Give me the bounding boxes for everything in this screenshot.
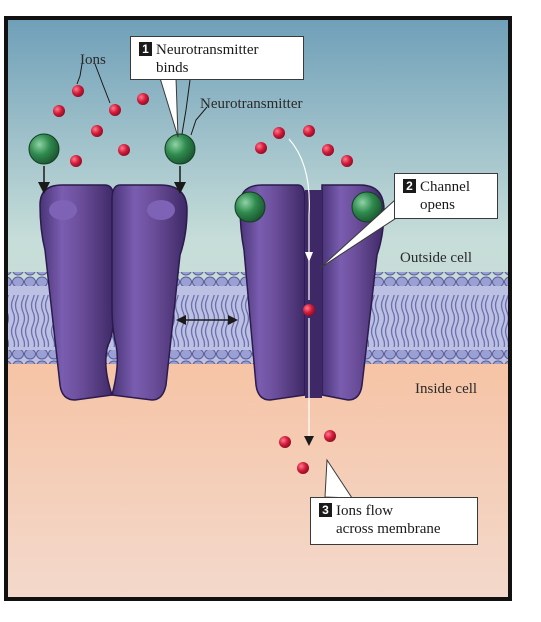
neurotransmitter-molecule (28, 133, 60, 165)
ions-label: Ions (80, 52, 106, 68)
ion (322, 144, 334, 156)
ion (118, 144, 130, 156)
inside-cell-label: Inside cell (415, 381, 478, 397)
ion (324, 430, 336, 442)
neurotransmitter-label: Neurotransmitter (200, 96, 303, 112)
callout-ions-flow: 3 Ions flow across membrane (310, 497, 478, 545)
callout-line-2: binds (156, 60, 189, 76)
step-number: 3 (319, 503, 332, 517)
callout-line-1: Neurotransmitter (156, 42, 259, 58)
ion (341, 155, 353, 167)
open-channel (239, 184, 385, 401)
ion (273, 127, 285, 139)
ion (297, 462, 309, 474)
ion (303, 125, 315, 137)
step-number: 1 (139, 42, 152, 56)
ion (279, 436, 291, 448)
binding-arrows (38, 166, 186, 194)
neurotransmitter-molecule (164, 133, 196, 165)
step-number: 2 (403, 179, 416, 193)
callout-line-2: across membrane (336, 521, 441, 537)
callout-line-2: opens (420, 197, 455, 213)
callout-line-1: Channel (420, 179, 470, 195)
ion (137, 93, 149, 105)
ion (91, 125, 103, 137)
neurotransmitter-molecule (234, 191, 266, 223)
ion (303, 304, 315, 316)
neurotransmitter-molecules (28, 133, 383, 223)
callout-neurotransmitter-binds: 1 Neurotransmitter binds (130, 36, 304, 80)
ion (255, 142, 267, 154)
lateral-movement-arrow (176, 315, 238, 325)
ions (53, 85, 353, 474)
ion-flow-arrow (288, 138, 314, 446)
outside-cell-label: Outside cell (400, 250, 473, 266)
ion (53, 105, 65, 117)
callout-line-1: Ions flow (336, 503, 394, 519)
callout-channel-opens: 2 Channel opens (394, 173, 498, 219)
leader-lines (76, 63, 208, 136)
neurotransmitter-molecule (351, 191, 383, 223)
closed-channel (39, 184, 188, 401)
ion (72, 85, 84, 97)
ion (70, 155, 82, 167)
ion (109, 104, 121, 116)
